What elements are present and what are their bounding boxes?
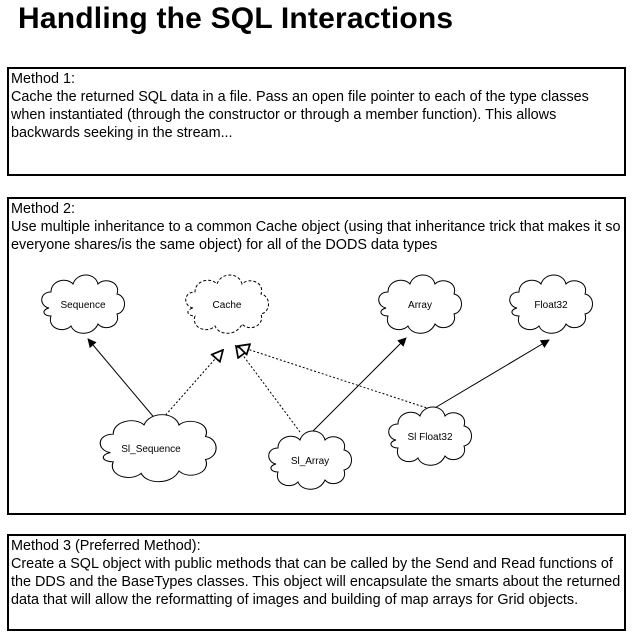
- page-title: Handling the SQL Interactions: [18, 2, 454, 35]
- cloud-cache: Cache: [185, 274, 269, 334]
- node-cache-label: Cache: [213, 300, 242, 311]
- edge-sl-float32-to-float32: [432, 339, 550, 410]
- edge-sl-sequence-to-sequence: [87, 338, 158, 422]
- method-3-box: Method 3 (Preferred Method): Create a SQ…: [7, 534, 626, 631]
- edge-sl-array-to-array: [311, 337, 407, 433]
- node-array-label: Array: [408, 300, 432, 311]
- node-sequence-label: Sequence: [60, 300, 105, 311]
- method-3-heading: Method 3 (Preferred Method):: [11, 538, 201, 554]
- method-1-box: Method 1: Cache the returned SQL data in…: [7, 67, 626, 176]
- edge-sl-float32-to-cache: [238, 346, 431, 410]
- cloud-float32: Float32: [509, 274, 593, 334]
- cloud-sequence: Sequence: [41, 274, 125, 334]
- edge-sl-array-to-cache: [236, 346, 301, 433]
- method-3-body: Create a SQL object with public methods …: [11, 556, 621, 608]
- method-2-heading: Method 2:: [11, 201, 75, 217]
- method-1-heading: Method 1:: [11, 71, 75, 87]
- method-2-body: Use multiple inheritance to a common Cac…: [11, 219, 621, 253]
- edge-sl-sequence-to-cache: [162, 350, 223, 419]
- cloud-array: Array: [378, 274, 462, 334]
- node-sl-float32-label: Sl Float32: [407, 432, 452, 443]
- node-float32-label: Float32: [534, 300, 568, 311]
- node-sl-sequence-label: Sl_Sequence: [121, 444, 181, 455]
- node-sl-array-label: Sl_Array: [291, 456, 329, 467]
- method-1-body: Cache the returned SQL data in a file. P…: [11, 89, 589, 141]
